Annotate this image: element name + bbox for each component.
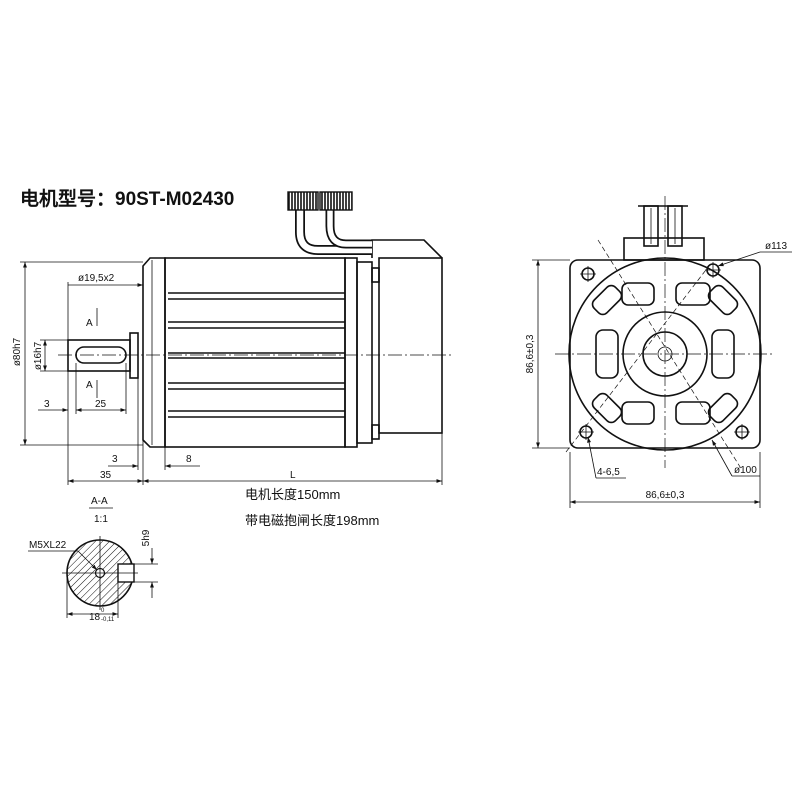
- section-view: A-A 1:1 M5XL22 5h9 18 0 -0,11: [28, 496, 158, 623]
- holes-spec: 4-6,5: [597, 467, 620, 478]
- leader-holes: [587, 436, 597, 479]
- dim-3-lower: 3: [112, 454, 118, 465]
- shaft-shoulder: [129, 332, 139, 379]
- window: [675, 282, 711, 306]
- window: [621, 282, 655, 306]
- window: [707, 284, 739, 316]
- front-view: ø113 86,6±0,3 4-6,5 ø100 86,6±0,3: [525, 196, 792, 508]
- dim-25: 25: [95, 399, 107, 410]
- leader-dia-100: [711, 439, 733, 477]
- body-fins: [168, 292, 345, 418]
- cables: [295, 210, 372, 255]
- section-mark-bottom: A: [86, 380, 93, 391]
- section-title: A-A: [91, 496, 108, 507]
- shaft-keyway: [75, 346, 127, 364]
- bolt-head-bottom: [371, 424, 380, 440]
- dim-18-tol-lower: -0,11: [101, 617, 115, 623]
- height-dim: 86,6±0,3: [525, 334, 536, 373]
- side-view: ø19,5x2 A A ø80h7 ø16h7 3 25 3 8: [12, 191, 452, 485]
- dim-8: 8: [186, 454, 192, 465]
- dim-shaft-dia: ø16h7: [33, 341, 44, 370]
- window: [621, 401, 655, 425]
- diagonal-line: [597, 239, 743, 471]
- encoder-box: [378, 257, 443, 434]
- dia-100: ø100: [734, 465, 757, 476]
- connector-housing: [371, 239, 443, 259]
- leader-dia-113: [717, 251, 761, 267]
- window: [591, 284, 623, 316]
- front-connector-base: [623, 237, 705, 261]
- width-dim: 86,6±0,3: [646, 490, 685, 501]
- model-title: 电机型号：90ST-M02430: [20, 187, 234, 210]
- dim-shaft-top: ø19,5x2: [78, 273, 115, 284]
- note-brake-length: 带电磁抱闸长度198mm: [245, 513, 379, 528]
- dim-35: 35: [100, 470, 112, 481]
- key-width: 5h9: [141, 529, 152, 546]
- section-scale: 1:1: [94, 514, 108, 525]
- dia-113: ø113: [765, 241, 787, 252]
- rear-cover: [356, 261, 373, 444]
- window: [707, 392, 739, 424]
- note-motor-length: 电机长度150mm: [245, 487, 340, 502]
- end-cap: [344, 257, 358, 448]
- connector-left: [287, 191, 319, 211]
- window: [591, 392, 623, 424]
- dim-3-left: 3: [44, 399, 50, 410]
- connector-right: [319, 191, 353, 211]
- bolt-head-top: [371, 267, 380, 283]
- dim-L: L: [290, 470, 296, 481]
- section-mark-top: A: [86, 318, 93, 329]
- shaft: [67, 339, 131, 372]
- window: [675, 401, 711, 425]
- dim-18: 18: [89, 612, 101, 623]
- mounting-holes: [578, 262, 750, 440]
- flange: [142, 257, 166, 448]
- thread-leader: [77, 550, 98, 571]
- dim-18-tol-upper: 0: [101, 608, 105, 614]
- thread-spec: M5XL22: [29, 540, 67, 551]
- dim-flange-dia: ø80h7: [12, 337, 23, 366]
